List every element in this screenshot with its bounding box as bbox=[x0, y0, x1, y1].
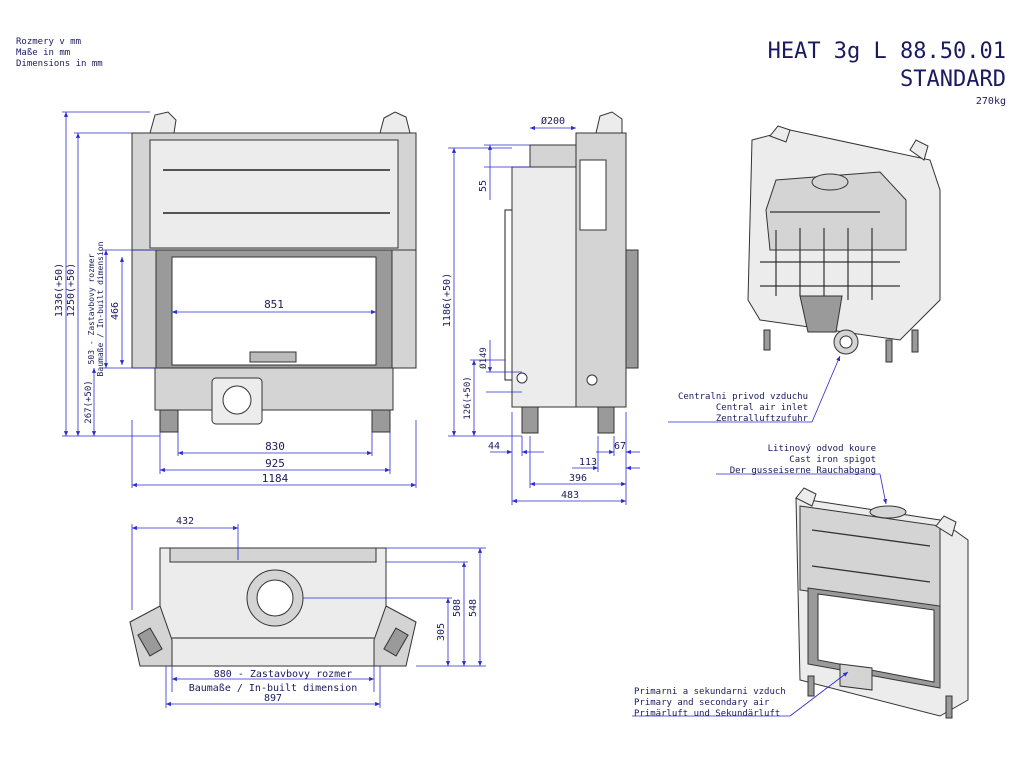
note-air-cz: Centralni privod vzduchu bbox=[678, 392, 808, 402]
model-title: HEAT 3g L 88.50.01 bbox=[768, 39, 1006, 64]
front-base bbox=[154, 367, 394, 411]
note-prim-cz: Primarni a sekundarni vzduch bbox=[634, 687, 786, 697]
units-en: Dimensions in mm bbox=[16, 59, 103, 69]
dim-503: 503 - Zastavbovy rozmer bbox=[87, 253, 96, 364]
dim-44: 44 bbox=[488, 441, 500, 452]
dim-851: 851 bbox=[264, 298, 284, 311]
dim-1336: 1336(+50) bbox=[54, 263, 65, 317]
rear-iso-view bbox=[747, 125, 941, 363]
dim-830: 830 bbox=[265, 440, 285, 453]
dim-d149: Ø149 bbox=[478, 347, 489, 369]
dim-126: 126(+50) bbox=[463, 376, 473, 419]
units-note: Rozmery v mm Maße in mm Dimensions in mm bbox=[16, 37, 103, 69]
rear-flue-top bbox=[811, 173, 849, 191]
front-iso-flue bbox=[869, 505, 907, 519]
dim-503-inbuilt: Baumaße / In-built dimension bbox=[96, 241, 105, 376]
side-body-back bbox=[511, 166, 579, 408]
dim-483: 483 bbox=[561, 490, 579, 501]
dim-1186: 1186(+50) bbox=[442, 273, 453, 327]
variant-title: STANDARD bbox=[900, 67, 1006, 92]
weight-label: 270kg bbox=[976, 96, 1006, 107]
note-spigot-cz: Litinový odvod koure bbox=[768, 444, 876, 454]
dim-548: 548 bbox=[468, 599, 479, 617]
dim-113: 113 bbox=[579, 457, 597, 468]
dim-466: 466 bbox=[110, 302, 121, 320]
note-spigot-en: Cast iron spigot bbox=[789, 455, 876, 465]
dim-55: 55 bbox=[478, 180, 489, 192]
dim-67: 67 bbox=[614, 441, 626, 452]
front-view bbox=[131, 111, 417, 433]
callout-primary-air: Primarni a sekundarni vzduch Primary and… bbox=[632, 671, 849, 719]
dim-925: 925 bbox=[265, 457, 285, 470]
lifting-lug-right bbox=[379, 111, 411, 134]
note-prim-en: Primary and secondary air bbox=[634, 698, 770, 708]
lifting-lug-left bbox=[149, 111, 177, 134]
units-cz: Rozmery v mm bbox=[16, 37, 81, 47]
dim-267: 267(+50) bbox=[84, 380, 94, 423]
callout-spigot: Litinový odvod koure Cast iron spigot De… bbox=[716, 444, 888, 505]
side-dimensions: Ø200 55 1186(+50) 126(+50) Ø149 44 67 bbox=[442, 115, 640, 505]
dim-897: 897 bbox=[264, 693, 282, 704]
note-prim-de: Primärluft und Sekundärluft bbox=[634, 709, 780, 719]
front-glass bbox=[171, 256, 377, 366]
dim-d200: Ø200 bbox=[541, 115, 565, 127]
dim-1184: 1184 bbox=[262, 472, 289, 485]
top-dimensions: 432 548 508 305 880 - Zastavbovy rozmer … bbox=[131, 516, 486, 708]
front-iso-view bbox=[795, 487, 969, 719]
dim-880-inbuilt: Baumaße / In-built dimension bbox=[189, 683, 358, 694]
callout-air-inlet: Centralni privod vzduchu Central air inl… bbox=[668, 355, 841, 424]
dim-1250: 1250(+50) bbox=[66, 263, 77, 317]
dim-880: 880 - Zastavbovy rozmer bbox=[214, 669, 352, 680]
rear-top-hood bbox=[765, 171, 907, 251]
dim-432: 432 bbox=[176, 516, 194, 527]
title-block: HEAT 3g L 88.50.01 STANDARD 270kg bbox=[768, 39, 1006, 107]
dim-508: 508 bbox=[452, 599, 463, 617]
top-view bbox=[129, 547, 417, 667]
note-air-en: Central air inlet bbox=[716, 403, 808, 413]
note-air-de: Zentralluftzufuhr bbox=[716, 414, 809, 424]
note-spigot-de: Der gusseiserne Rauchabgang bbox=[730, 466, 876, 476]
dim-305: 305 bbox=[436, 623, 447, 641]
dim-396: 396 bbox=[569, 473, 587, 484]
side-view bbox=[504, 111, 639, 434]
front-dimensions: 1336(+50) 1250(+50) 503 - Zastavbovy roz… bbox=[54, 111, 417, 488]
chimney-collar bbox=[529, 144, 577, 168]
front-iso-glass bbox=[817, 593, 935, 683]
units-de: Maße in mm bbox=[16, 48, 70, 58]
